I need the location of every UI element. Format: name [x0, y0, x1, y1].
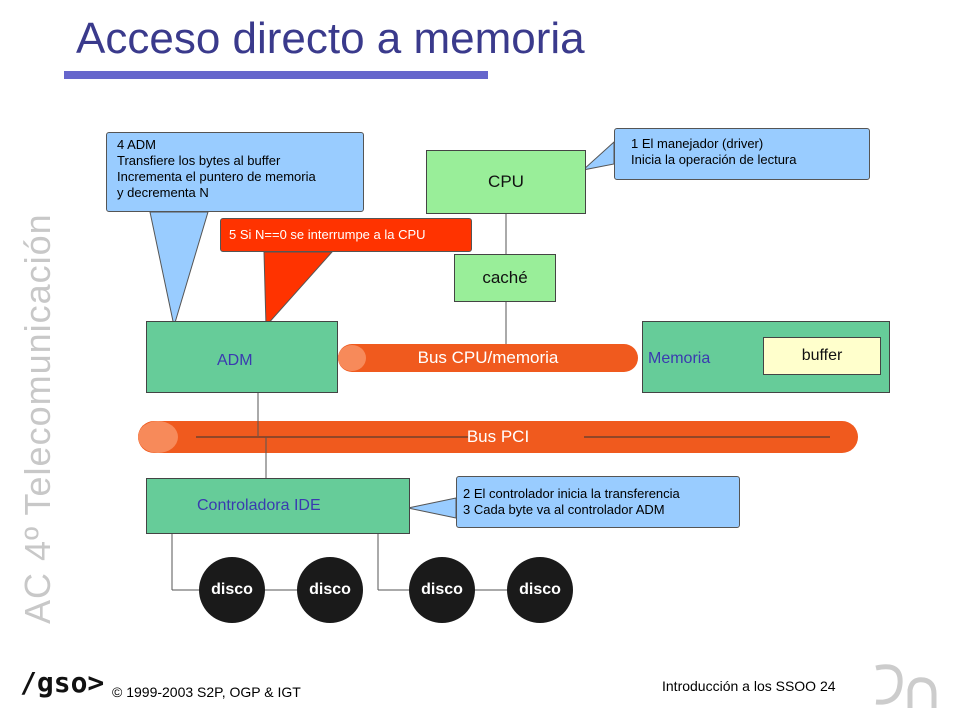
adm-label: ADM [217, 352, 253, 369]
disk-label: disco [519, 581, 561, 598]
callout-driver-line-1: 1 El manejador (driver) [631, 136, 764, 151]
cpu-box: CPU [426, 150, 586, 214]
callout-controller-line-2: 3 Cada byte va al controlador ADM [463, 502, 665, 517]
callout-adm: 4 ADM Transfiere los bytes al buffer Inc… [106, 132, 364, 212]
bus-cpu-memory-label: Bus CPU/memoria [417, 348, 559, 367]
disk-1: disco [199, 557, 265, 623]
memory-label: Memoria [648, 350, 711, 367]
slide-title: Acceso directo a memoria [76, 14, 585, 63]
copyright-text: © 1999-2003 S2P, OGP & IGT [112, 684, 301, 700]
slide-reference: Introducción a los SSOO 24 [662, 678, 836, 694]
bus-cpu-memory: Bus CPU/memoria [338, 344, 638, 372]
gso-logo: /gso> [20, 666, 105, 699]
ide-controller-label: Controladora IDE [197, 497, 321, 514]
cpu-label: CPU [488, 172, 524, 191]
callout-driver-line-2: Inicia la operación de lectura [631, 152, 797, 167]
disk-2: disco [297, 557, 363, 623]
disk-label: disco [421, 581, 463, 598]
bus-pci: Bus PCI [138, 421, 858, 453]
title-underline [64, 71, 488, 79]
callout-interrupt: 5 Si N==0 se interrumpe a la CPU [220, 218, 472, 252]
callout-controller: 2 El controlador inicia la transferencia… [456, 476, 740, 528]
adm-box: ADM [146, 321, 338, 393]
disk-4: disco [507, 557, 573, 623]
cache-label: caché [482, 268, 528, 287]
ide-controller-box: Controladora IDE [146, 478, 410, 534]
callout-controller-line-1: 2 El controlador inicia la transferencia [463, 486, 680, 501]
disk-label: disco [309, 581, 351, 598]
callout-interrupt-text: 5 Si N==0 se interrumpe a la CPU [229, 227, 426, 242]
bus-pci-label: Bus PCI [466, 427, 530, 446]
disk-label: disco [211, 581, 253, 598]
cache-box: caché [454, 254, 556, 302]
callout-adm-line-4: y decrementa N [117, 185, 209, 200]
memory-box: Memoria buffer [642, 321, 890, 393]
callout-adm-line-3: Incrementa el puntero de memoria [117, 169, 316, 184]
disk-3: disco [409, 557, 475, 623]
buffer-label: buffer [801, 347, 843, 364]
callout-adm-line-1: 4 ADM [117, 137, 157, 152]
callout-adm-line-2: Transfiere los bytes al buffer [117, 153, 281, 168]
buffer-box: buffer [763, 337, 881, 375]
callout-driver: 1 El manejador (driver) Inicia la operac… [614, 128, 870, 180]
